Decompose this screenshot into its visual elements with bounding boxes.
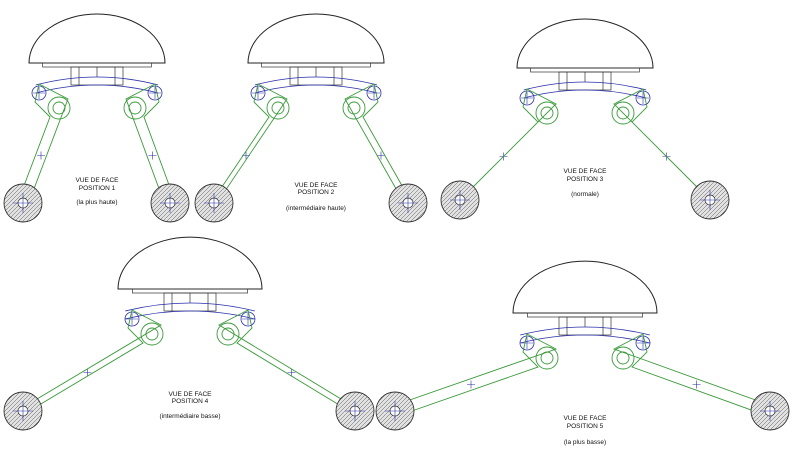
front-view-position-3: VUE DE FACE POSITION 3 (normale) xyxy=(440,18,730,220)
view-title: VUE DE FACE xyxy=(169,391,213,398)
chassis-plate xyxy=(254,76,378,94)
right-knee-joint xyxy=(123,96,147,120)
chassis-top-rail xyxy=(530,67,640,73)
left-knee-joint xyxy=(266,96,290,120)
view-note: (la plus haute) xyxy=(76,199,117,206)
front-view-position-5: VUE DE FACE POSITION 5 (la plus basse) xyxy=(375,260,790,446)
view-title: VUE DE FACE xyxy=(295,182,339,189)
chassis-ribs xyxy=(171,293,209,311)
left-knee-bearing xyxy=(271,101,285,115)
view-note: (normale) xyxy=(571,191,599,198)
right-knee-bearing xyxy=(616,106,630,120)
chassis-ribs xyxy=(566,72,604,90)
right-knee-joint xyxy=(216,322,240,346)
chassis-plate xyxy=(125,302,255,320)
left-knee-bearing xyxy=(540,351,554,365)
right-knee-bearing xyxy=(128,101,142,115)
left-knee-joint xyxy=(140,322,164,346)
view-title: VUE DE FACE xyxy=(564,168,608,175)
hip-mark xyxy=(252,87,264,99)
view-position-label: POSITION 3 xyxy=(567,176,604,183)
view-position-label: POSITION 5 xyxy=(567,423,604,430)
chassis-ribs xyxy=(78,67,116,85)
wheel-axle-mark xyxy=(13,193,33,213)
hip-mark xyxy=(368,87,380,99)
hip-mark xyxy=(637,92,649,104)
right-knee-bearing xyxy=(616,351,630,365)
left-knee-joint xyxy=(47,96,71,120)
chassis-plate xyxy=(35,76,159,94)
right-knee-bearing xyxy=(347,101,361,115)
right-leg-mark xyxy=(287,368,296,377)
left-knee-bearing xyxy=(145,327,159,341)
wheel-axle-mark xyxy=(385,401,405,421)
hip-mark xyxy=(521,337,533,349)
hip-mark xyxy=(149,87,161,99)
view-position-label: POSITION 2 xyxy=(298,189,335,196)
wheel-axle-mark xyxy=(700,190,720,210)
chassis-top-rail xyxy=(527,312,643,318)
chassis-ribs xyxy=(566,317,604,335)
right-knee-joint xyxy=(611,101,635,125)
view-note: (intermédiaire basse) xyxy=(159,413,220,420)
wheel-axle-mark xyxy=(160,193,180,213)
view-note: (intermédiaire haute) xyxy=(286,205,346,212)
chassis-ribs xyxy=(297,67,335,85)
dome-shell xyxy=(512,260,658,314)
view-title: VUE DE FACE xyxy=(564,415,608,422)
hip-mark xyxy=(521,92,533,104)
hip-mark xyxy=(637,337,649,349)
right-knee-bearing xyxy=(221,327,235,341)
left-knee-joint xyxy=(535,101,559,125)
left-leg-mark xyxy=(467,380,475,389)
right-leg-mark xyxy=(377,151,385,160)
front-view-position-4: VUE DE FACE POSITION 4 (intermédiaire ba… xyxy=(3,236,375,431)
wheel-axle-mark xyxy=(345,401,365,421)
hip-mark xyxy=(126,313,138,325)
chassis-top-rail xyxy=(132,288,248,294)
wheel-axle-mark xyxy=(13,401,33,421)
right-leg-mark xyxy=(148,151,157,160)
wheel-axle-mark xyxy=(760,401,780,421)
chassis-top-rail xyxy=(261,62,371,68)
hip-mark xyxy=(242,313,254,325)
view-position-label: POSITION 4 xyxy=(172,398,209,405)
chassis-top-rail xyxy=(42,62,152,68)
left-leg-mark xyxy=(83,368,92,377)
left-leg-mark xyxy=(37,151,45,160)
left-knee-bearing xyxy=(540,106,554,120)
chassis-plate xyxy=(523,81,647,99)
right-knee-joint xyxy=(342,96,366,120)
wheel-axle-mark xyxy=(204,193,224,213)
view-position-label: POSITION 1 xyxy=(79,185,116,192)
dome-shell xyxy=(247,13,385,64)
wheel-axle-mark xyxy=(450,190,470,210)
view-title: VUE DE FACE xyxy=(76,177,120,184)
hip-mark xyxy=(33,87,45,99)
dome-shell xyxy=(516,18,654,69)
wheel-axle-mark xyxy=(398,193,418,213)
dome-shell xyxy=(28,13,166,64)
dome-shell xyxy=(117,236,263,290)
chassis-plate xyxy=(520,326,650,344)
right-knee-joint xyxy=(611,346,635,370)
front-view-position-2: VUE DE FACE POSITION 2 (intermédiaire ha… xyxy=(194,13,428,223)
left-knee-joint xyxy=(535,346,559,370)
left-knee-bearing xyxy=(52,101,66,115)
right-leg-mark xyxy=(692,380,701,389)
front-view-position-1: VUE DE FACE POSITION 1 (la plus haute) xyxy=(3,13,190,223)
view-note: (la plus basse) xyxy=(564,439,606,446)
